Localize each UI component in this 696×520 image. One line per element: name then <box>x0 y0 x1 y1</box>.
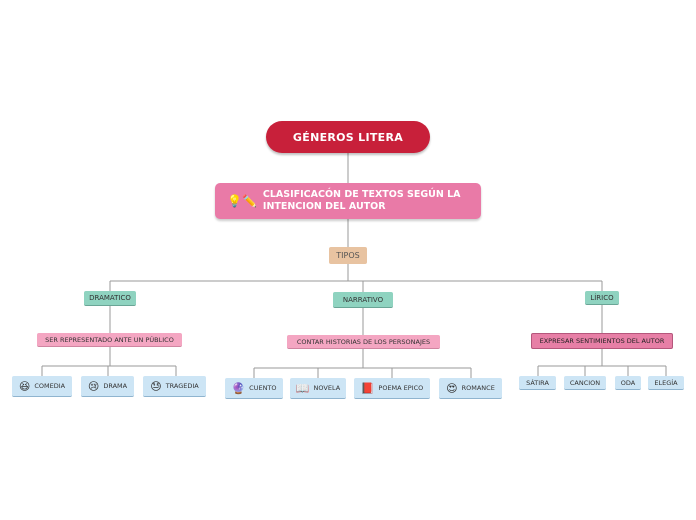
red-book-icon: 📕 <box>360 381 375 395</box>
leaf-label: DRAMA <box>103 382 128 390</box>
description-label: SER REPRESENTADO ANTE UN PÚBLICO <box>45 335 174 344</box>
bulb-icon: 💡 <box>227 194 242 208</box>
pencil-icon: ✏️ <box>241 194 257 208</box>
main-topic[interactable]: 💡 ✏️ CLASIFICACÓN DE TEXTOS SEGÚN LA INT… <box>215 183 481 219</box>
leaf-oda[interactable]: ODA <box>615 376 641 390</box>
description-label: EXPRESAR SENTIMIENTOS DEL AUTOR <box>539 337 665 345</box>
category-narrativo[interactable]: NARRATIVO <box>333 292 393 308</box>
leaf-drama[interactable]: 😢 DRAMA <box>81 376 134 397</box>
open-book-icon: 📖 <box>295 381 310 395</box>
root-topic-label: GÉNEROS LITERA <box>292 130 404 144</box>
heart-eyes-icon: 😍 <box>446 381 458 395</box>
tipos-label: TIPOS <box>336 251 360 260</box>
crystal-ball-icon: 🔮 <box>231 381 246 395</box>
leaf-tragedia[interactable]: 😓 TRAGEDIA <box>143 376 206 397</box>
leaf-satira[interactable]: SÁTIRA <box>519 376 556 390</box>
category-label: DRAMATICO <box>89 294 131 302</box>
sad-face-icon: 😢 <box>87 379 100 393</box>
leaf-label: CUENTO <box>249 384 277 392</box>
leaf-label: SÁTIRA <box>526 378 549 387</box>
leaf-label: POEMA EPICO <box>378 384 424 392</box>
main-topic-label: CLASIFICACÓN DE TEXTOS SEGÚN LA INTENCIO… <box>262 189 461 212</box>
category-label: LÍRICO <box>590 293 614 302</box>
leaf-novela[interactable]: 📖 NOVELA <box>290 378 346 399</box>
category-label: NARRATIVO <box>342 295 384 304</box>
category-lirico[interactable]: LÍRICO <box>585 291 619 305</box>
description-dramatico[interactable]: SER REPRESENTADO ANTE UN PÚBLICO <box>37 333 182 347</box>
leaf-cancion[interactable]: CANCION <box>564 376 606 390</box>
leaf-label: TRAGEDIA <box>165 382 199 390</box>
leaf-cuento[interactable]: 🔮 CUENTO <box>225 378 283 399</box>
laughing-face-icon: 😆 <box>18 379 31 393</box>
leaf-label: ROMANCE <box>461 384 495 392</box>
connector-narrativo-leaves <box>253 349 472 378</box>
leaf-label: COMEDIA <box>34 382 66 390</box>
leaf-elegia[interactable]: ELEGÍA <box>648 376 684 390</box>
crying-face-icon: 😓 <box>150 379 162 393</box>
leaf-comedia[interactable]: 😆 COMEDIA <box>12 376 72 397</box>
description-narrativo[interactable]: CONTAR HISTORIAS DE LOS PERSONAJES <box>287 335 440 349</box>
leaf-label: CANCION <box>569 378 601 387</box>
connector-tipos-categories <box>109 264 603 292</box>
connector-dramatico-leaves <box>41 347 177 376</box>
connector-lirico-leaves <box>537 348 667 376</box>
description-lirico[interactable]: EXPRESAR SENTIMIENTOS DEL AUTOR <box>531 333 673 349</box>
root-topic[interactable]: GÉNEROS LITERA <box>266 121 430 153</box>
leaf-poema-epico[interactable]: 📕 POEMA EPICO <box>354 378 430 399</box>
leaf-romance[interactable]: 😍 ROMANCE <box>439 378 502 399</box>
leaf-label: NOVELA <box>313 384 341 392</box>
category-dramatico[interactable]: DRAMATICO <box>84 291 136 306</box>
leaf-label: ODA <box>620 378 636 387</box>
description-label: CONTAR HISTORIAS DE LOS PERSONAJES <box>296 337 431 346</box>
tipos-topic[interactable]: TIPOS <box>329 247 367 264</box>
leaf-label: ELEGÍA <box>654 378 678 387</box>
